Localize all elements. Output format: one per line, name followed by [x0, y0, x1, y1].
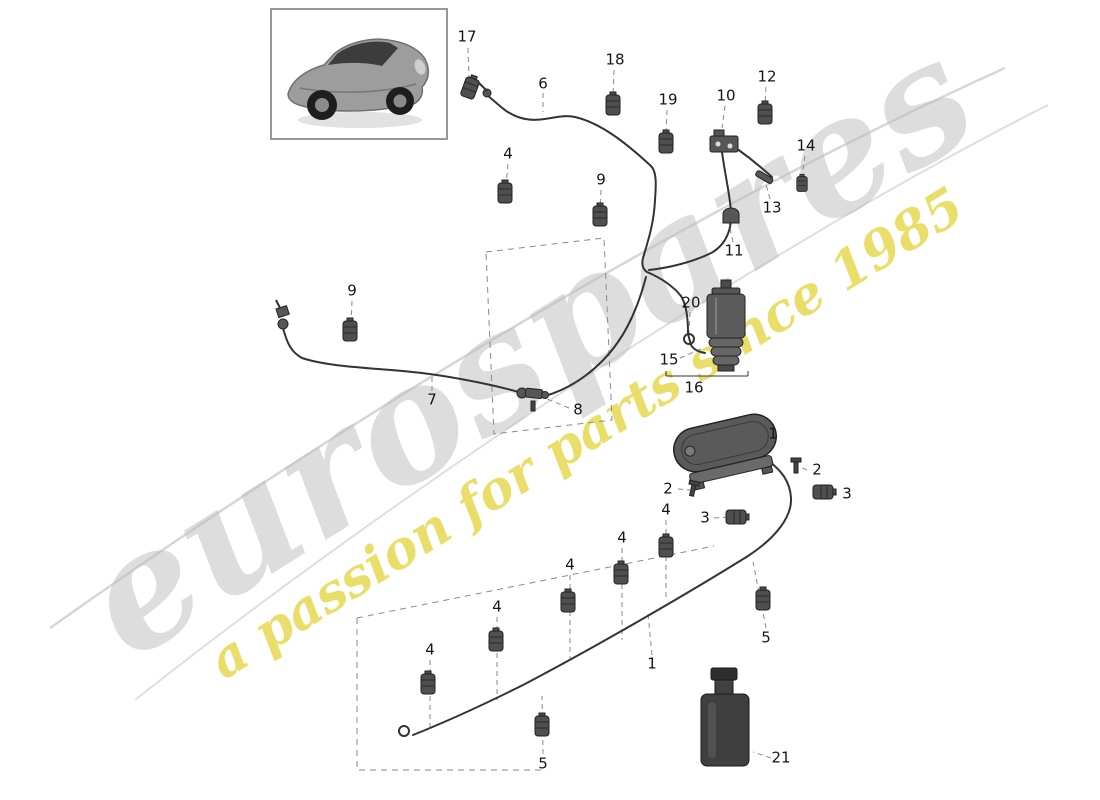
part-label-9: 9: [596, 170, 606, 189]
car-windows: [328, 41, 398, 66]
oil-bottle-21: [700, 667, 750, 767]
part-label-2: 2: [812, 460, 822, 479]
part-label-1: 1: [768, 424, 778, 443]
car-headlight: [414, 59, 426, 75]
part-label-2: 2: [663, 479, 673, 498]
part-label-4: 4: [661, 500, 671, 519]
part-label-3: 3: [700, 508, 710, 527]
part-label-6: 6: [538, 74, 548, 93]
part-label-4: 4: [503, 144, 513, 163]
part-label-4: 4: [492, 597, 502, 616]
screw-2-left: [688, 479, 701, 497]
part-label-18: 18: [605, 50, 625, 69]
part-label-21: 21: [771, 748, 791, 767]
part-label-19: 19: [658, 90, 678, 109]
part-label-10: 10: [716, 86, 736, 105]
part-label-9: 9: [347, 281, 357, 300]
tube-end-curl: [398, 725, 410, 737]
part-label-4: 4: [565, 555, 575, 574]
reservoir-1: [673, 413, 777, 491]
car-thumbnail-inset: [270, 8, 448, 140]
part-label-17: 17: [457, 27, 477, 46]
part-label-5: 5: [538, 754, 548, 773]
part-label-4: 4: [617, 528, 627, 547]
screw-2-right: [790, 457, 802, 474]
part-label-4: 4: [425, 640, 435, 659]
part-label-5: 5: [761, 628, 771, 647]
watermark-brand: eurospares: [50, 0, 1008, 695]
car-illustration: [287, 38, 430, 128]
line-fitting-6: [478, 82, 492, 98]
line-end-fitting-7: [275, 299, 290, 330]
part-label-3: 3: [842, 484, 852, 503]
part-label-1: 1: [647, 654, 657, 673]
